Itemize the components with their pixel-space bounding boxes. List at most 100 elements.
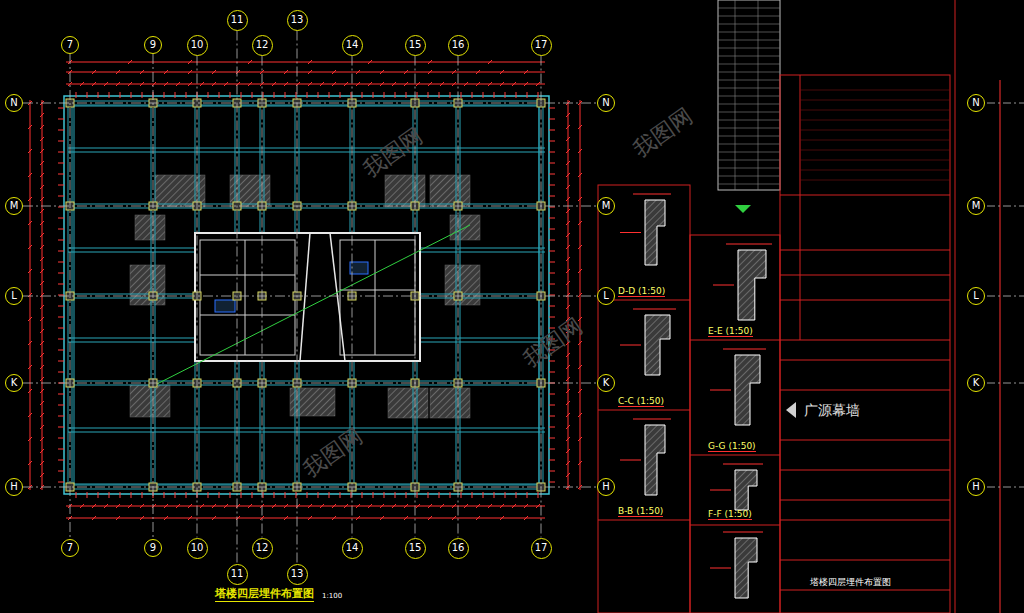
- embed-mark: [142, 92, 143, 98]
- table-row: [718, 112, 780, 113]
- dimension-tick: [452, 516, 456, 520]
- dimension-tick: [164, 82, 168, 86]
- grid-axis-line: [262, 56, 263, 538]
- embed-mark: [505, 492, 506, 498]
- table-row: [718, 8, 780, 9]
- embed-mark: [76, 492, 77, 498]
- grid-axis-line: [197, 56, 198, 538]
- embed-mark: [58, 471, 64, 472]
- dimension-tick: [28, 221, 32, 225]
- embed-mark: [549, 130, 555, 131]
- embed-mark: [549, 427, 555, 428]
- grid-axis-line: [23, 487, 597, 488]
- embed-mark: [252, 92, 253, 98]
- embed-mark: [58, 240, 64, 241]
- dimension-tick: [566, 389, 570, 393]
- dimension-tick: [40, 209, 44, 213]
- axis-label: 15: [409, 40, 422, 50]
- dimension-tick: [566, 257, 570, 261]
- embed-mark: [230, 92, 231, 98]
- dimension-tick: [428, 82, 432, 86]
- dimension-tick: [380, 516, 384, 520]
- title-row: [800, 130, 950, 131]
- axis-label: N: [602, 98, 609, 108]
- embed-mark: [406, 92, 407, 98]
- embed-mark: [296, 492, 297, 498]
- beam-line: [68, 428, 545, 429]
- embed-mark: [208, 92, 209, 98]
- embed-mark: [417, 492, 418, 498]
- axis-label: 11: [231, 569, 244, 579]
- embed-mark: [373, 92, 374, 98]
- embed-mark: [318, 492, 319, 498]
- embed-mark: [109, 492, 110, 498]
- embed-mark: [549, 262, 555, 263]
- dimension-line: [633, 194, 671, 195]
- core-wall: [195, 233, 420, 361]
- panel-divider: [690, 525, 780, 526]
- dimension-tick: [248, 504, 252, 508]
- dimension-tick: [578, 365, 582, 369]
- table-row: [718, 32, 780, 33]
- dimension-tick: [380, 82, 384, 86]
- embed-mark: [538, 492, 539, 498]
- schedule-table: [718, 0, 780, 213]
- dimension-tick: [40, 113, 44, 117]
- leader-line: [620, 345, 641, 346]
- embed-mark: [87, 492, 88, 498]
- grid-axis-line: [23, 383, 597, 384]
- leader-line: [710, 568, 731, 569]
- dimension-tick: [356, 82, 360, 86]
- embed-mark: [549, 295, 555, 296]
- axis-bubble: 16: [448, 35, 469, 56]
- embed-mark: [329, 492, 330, 498]
- axis-bubble: K: [967, 374, 985, 392]
- title-row: [800, 90, 950, 91]
- embed-mark: [549, 471, 555, 472]
- dimension-tick: [452, 70, 456, 74]
- dimension-tick: [40, 449, 44, 453]
- core-room: [245, 240, 246, 355]
- axis-label: H: [602, 482, 610, 492]
- dimension-tick: [40, 437, 44, 441]
- embed-mark: [274, 492, 275, 498]
- dimension-line: [633, 309, 676, 310]
- title-row: [780, 500, 950, 501]
- axis-label: 17: [535, 40, 548, 50]
- embed-mark: [428, 92, 429, 98]
- embed-mark: [58, 482, 64, 483]
- axis-bubble: 9: [144, 36, 162, 54]
- table-row: [718, 168, 780, 169]
- dimension-tick: [416, 82, 420, 86]
- axis-bubble: H: [967, 478, 985, 496]
- dimension-tick: [92, 82, 96, 86]
- panel-divider: [598, 410, 690, 411]
- dimension-tick: [566, 401, 570, 405]
- section-panels: [598, 185, 780, 613]
- axis-label: L: [973, 291, 979, 301]
- embed-zone: [445, 265, 480, 305]
- leader-line: [620, 460, 641, 461]
- embed-mark: [219, 492, 220, 498]
- embed-mark: [58, 130, 64, 131]
- dimension-tick: [380, 70, 384, 74]
- core-room: [200, 275, 295, 276]
- dimension-tick: [578, 413, 582, 417]
- dimension-tick: [428, 70, 432, 74]
- grid-axis-line: [297, 31, 298, 564]
- dimension-tick: [28, 365, 32, 369]
- dimension-tick: [320, 504, 324, 508]
- table-row: [718, 184, 780, 185]
- dimension-tick: [464, 504, 468, 508]
- dimension-line: [723, 532, 763, 533]
- core-room: [340, 290, 415, 291]
- embed-mark: [549, 196, 555, 197]
- dimension-tick: [452, 504, 456, 508]
- axis-bubble: N: [5, 94, 23, 112]
- embed-mark: [494, 92, 495, 98]
- embed-mark: [373, 492, 374, 498]
- dimension-tick: [356, 70, 360, 74]
- axis-label: 15: [409, 543, 422, 553]
- dimension-tick: [80, 504, 84, 508]
- axis-bubble: M: [967, 197, 985, 215]
